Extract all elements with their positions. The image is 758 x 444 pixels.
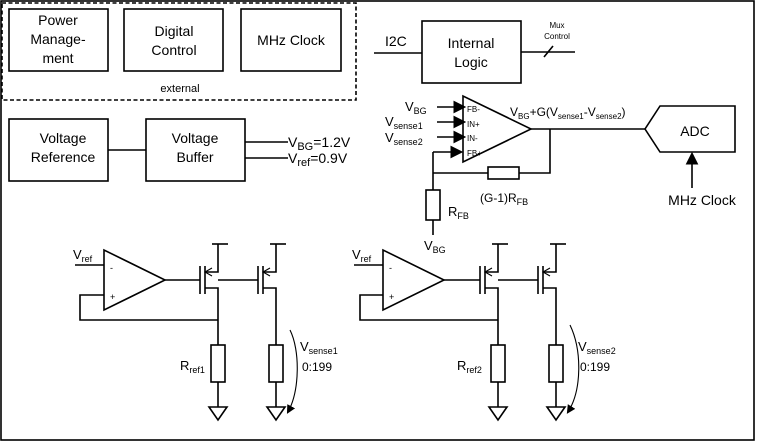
amp-output-label: VBG+G(Vsense1-Vsense2) bbox=[510, 105, 626, 121]
amp-input-vsense1-label: Vsense1 bbox=[385, 114, 423, 131]
svg-text:+: + bbox=[389, 292, 394, 302]
channel-2-rref-label: Rref2 bbox=[457, 358, 482, 375]
svg-text:FB-: FB- bbox=[467, 105, 480, 114]
amp-input-vsense2-label: Vsense2 bbox=[385, 130, 423, 147]
adc-clock-label: MHz Clock bbox=[668, 192, 737, 208]
channel-1-vsense-label: Vsense1 bbox=[300, 339, 338, 356]
channel-1-vsense-arrow bbox=[286, 329, 298, 414]
adc-block: ADC bbox=[644, 105, 736, 153]
svg-text:Voltage: Voltage bbox=[172, 130, 219, 146]
svg-text:Reference: Reference bbox=[31, 149, 96, 165]
feedback-wire-out bbox=[519, 129, 551, 174]
instrumentation-amplifier: FB- IN+ IN- FB+ bbox=[462, 94, 533, 164]
mux-control-bus: Mux Control bbox=[521, 21, 575, 58]
channel-2-vsense-label: Vsense2 bbox=[578, 339, 616, 356]
channel-2-vref-label: Vref bbox=[352, 247, 372, 264]
svg-text:Logic: Logic bbox=[454, 54, 487, 70]
svg-text:IN-: IN- bbox=[467, 134, 478, 143]
i2c-bus: I2C bbox=[374, 33, 422, 54]
mhz-clock-block: MHz Clock bbox=[240, 8, 342, 72]
feedback-resistor-series bbox=[487, 166, 520, 180]
channel-2-opamp bbox=[382, 248, 446, 312]
sense-channel-2: Vref - + Rref2 Vsense2 0:199 bbox=[352, 243, 616, 422]
channel-1-rref-label: Rref1 bbox=[180, 358, 205, 375]
channel-2-ground-b bbox=[545, 406, 567, 422]
channel-1-ratio: 0:199 bbox=[302, 360, 332, 374]
svg-text:Digital: Digital bbox=[155, 23, 194, 39]
channel-2-ratio: 0:199 bbox=[580, 360, 610, 374]
svg-text:Control: Control bbox=[151, 42, 196, 58]
sense-channel-1: Vref - + Rref1 Vsense1 0:199 bbox=[73, 243, 338, 422]
svg-text:Power: Power bbox=[38, 12, 78, 28]
svg-text:Mux: Mux bbox=[549, 21, 564, 30]
svg-text:FB+: FB+ bbox=[467, 149, 482, 158]
svg-text:I2C: I2C bbox=[385, 33, 407, 49]
svg-text:+: + bbox=[110, 292, 115, 302]
external-group bbox=[1, 2, 357, 101]
svg-text:Control: Control bbox=[544, 32, 570, 41]
external-label: external bbox=[160, 83, 199, 95]
svg-text:ADC: ADC bbox=[680, 123, 710, 139]
svg-text:MHz Clock: MHz Clock bbox=[257, 32, 326, 48]
channel-2-rref-resistor bbox=[490, 344, 506, 383]
vref-output-label: Vref=0.9V bbox=[288, 150, 348, 169]
digital-control-block: Digital Control bbox=[123, 8, 224, 72]
channel-1-ground-a bbox=[207, 406, 229, 422]
channel-2-vsense-arrow bbox=[566, 324, 580, 414]
channel-1-ground-b bbox=[265, 406, 287, 422]
vbg-output-label: VBG=1.2V bbox=[288, 134, 351, 153]
channel-1-vref-label: Vref bbox=[73, 247, 93, 264]
svg-text:IN+: IN+ bbox=[467, 120, 480, 129]
channel-1-sense-resistor bbox=[268, 344, 284, 383]
channel-1-opamp bbox=[103, 248, 167, 312]
feedback-series-label: (G-1)RFB bbox=[480, 191, 528, 207]
svg-text:-: - bbox=[110, 263, 113, 273]
svg-text:Manage-: Manage- bbox=[30, 31, 86, 47]
voltage-buffer-block: Voltage Buffer bbox=[145, 118, 246, 182]
svg-text:Voltage: Voltage bbox=[40, 130, 87, 146]
channel-2-ground-a bbox=[487, 406, 509, 422]
channel-1-rref-resistor bbox=[210, 344, 226, 383]
svg-text:Buffer: Buffer bbox=[176, 149, 213, 165]
channel-2-sense-resistor bbox=[548, 344, 564, 383]
vbg-bottom-label: VBG bbox=[424, 238, 446, 255]
svg-text:Internal: Internal bbox=[448, 35, 495, 51]
svg-text:-: - bbox=[389, 263, 392, 273]
voltage-reference-block: Voltage Reference bbox=[8, 118, 109, 182]
rfb-label: RFB bbox=[448, 204, 469, 221]
internal-logic-block: Internal Logic bbox=[421, 20, 522, 84]
amp-input-vbg-label: VBG bbox=[405, 99, 427, 116]
svg-text:ment: ment bbox=[42, 50, 73, 66]
rfb-resistor bbox=[425, 189, 441, 221]
power-management-block: Power Manage- ment bbox=[8, 8, 109, 72]
